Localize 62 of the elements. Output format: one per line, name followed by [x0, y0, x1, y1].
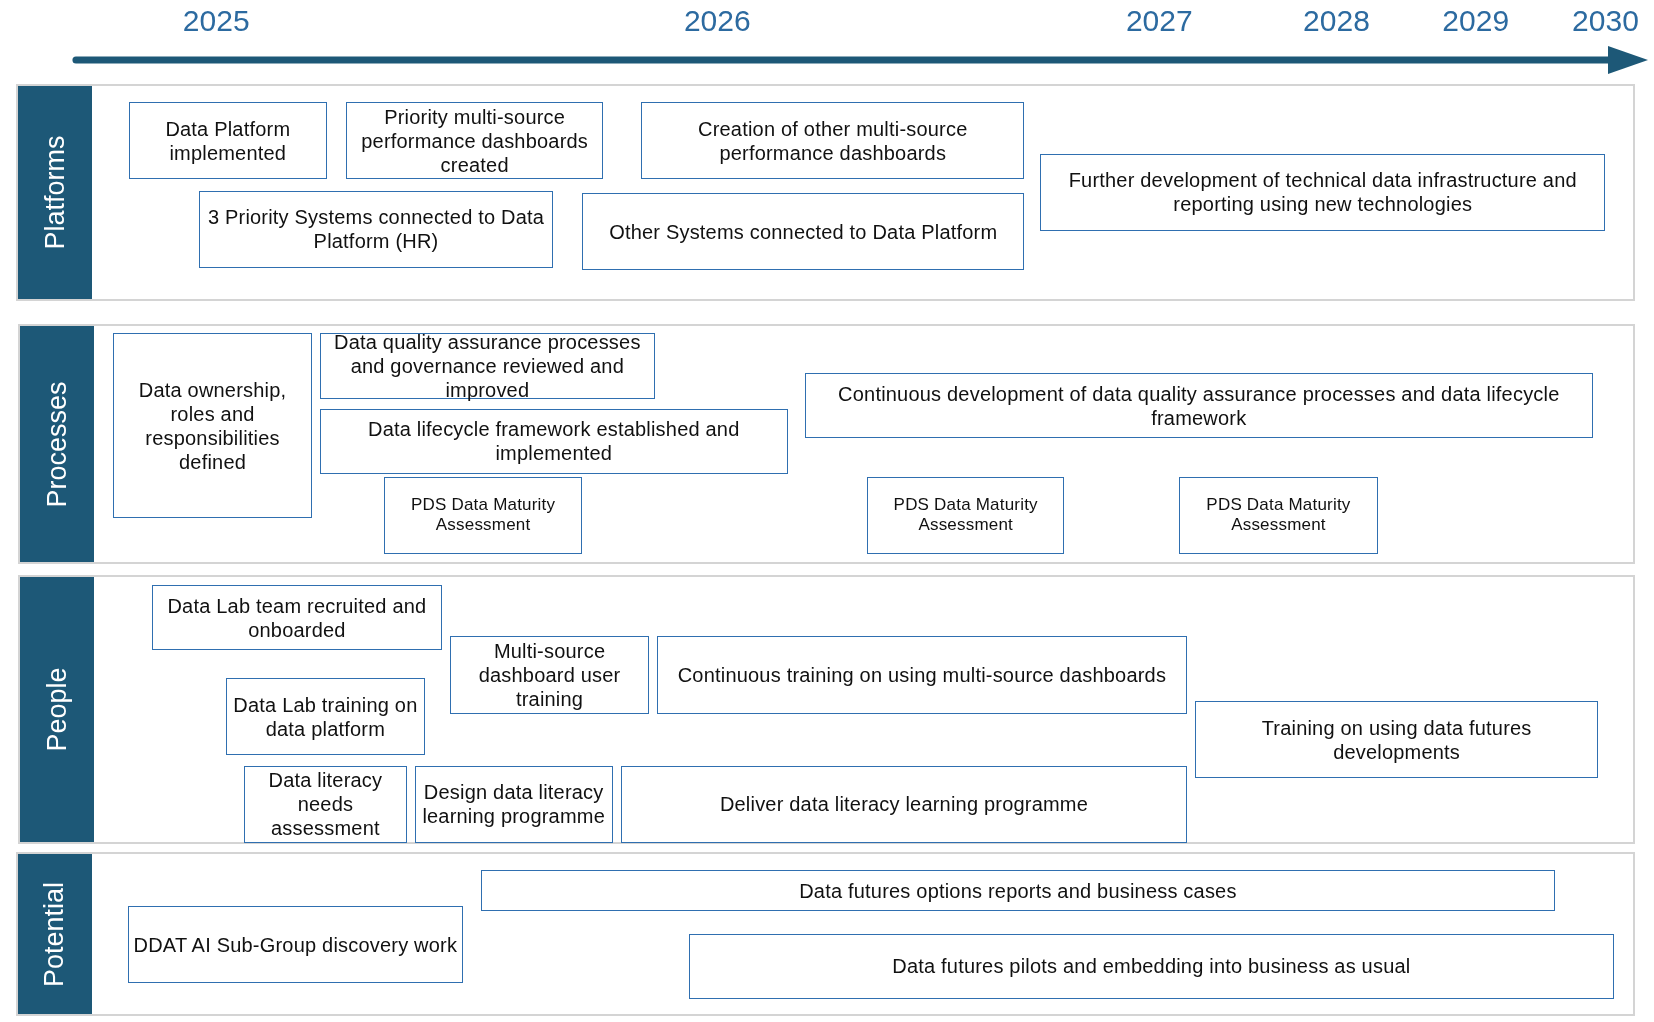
- milestone-text: Priority multi-source performance dashboards created: [360, 104, 590, 177]
- lane-title: Platforms: [39, 135, 71, 250]
- milestone-box: [450, 636, 649, 715]
- lane-title: Processes: [41, 381, 73, 508]
- milestone-text: PDS Data Maturity Assessment: [892, 494, 1039, 536]
- milestone-text: Continuous development of data quality assurance processes and data lifecycle framework: [837, 381, 1561, 430]
- milestone-box: [319, 409, 788, 474]
- year-label: 2027: [1125, 4, 1193, 38]
- milestone-text: Data ownership, roles and responsibilities defined: [137, 377, 288, 474]
- milestone-text: Other Systems connected to Data Platform: [609, 219, 998, 244]
- milestone-text: PDS Data Maturity Assessment: [410, 494, 557, 536]
- milestone-box: [804, 373, 1593, 438]
- milestone-text: Deliver data literacy learning programme: [719, 792, 1089, 817]
- milestone-box: [867, 476, 1065, 554]
- milestone-box: [414, 765, 613, 843]
- swimlane-panel: [17, 574, 1635, 844]
- milestone-box: [1195, 701, 1599, 779]
- lane-title: People: [41, 667, 73, 752]
- year-label: 2025: [182, 4, 250, 38]
- milestone-text: Design data literacy learning programme: [421, 780, 606, 829]
- milestone-text: Data Lab team recruited and onboarded: [166, 593, 428, 642]
- milestone-box: [641, 102, 1025, 180]
- swimlane-panel: [15, 852, 1635, 1016]
- milestone-box: [621, 765, 1187, 843]
- lane-title: Potential: [39, 881, 71, 987]
- year-label: 2028: [1303, 4, 1370, 38]
- milestone-box: [199, 190, 553, 268]
- milestone-box: [1040, 154, 1606, 231]
- milestone-text: PDS Data Maturity Assessment: [1205, 494, 1352, 536]
- milestone-box: [383, 476, 583, 554]
- milestone-text: 3 Priority Systems connected to Data Platform (HR): [206, 205, 546, 254]
- milestone-text: Creation of other multi-source performance dashboards: [697, 116, 969, 165]
- milestone-text: Data futures options reports and business cases: [799, 878, 1237, 903]
- milestone-text: Continuous training on using multi-source dashboards: [677, 663, 1167, 688]
- milestone-text: Data Platform implemented: [164, 116, 292, 165]
- milestone-box: [243, 765, 408, 843]
- milestone-text: Further development of technical data infrastructure and reporting using new technologies: [1067, 168, 1578, 217]
- milestone-text: Multi-source dashboard user training: [477, 639, 622, 712]
- milestone-text: Data literacy needs assessment: [267, 768, 384, 841]
- milestone-box: [151, 585, 442, 650]
- milestone-box: [582, 193, 1025, 270]
- milestone-text: DDAT AI Sub-Group discovery work: [133, 932, 458, 957]
- milestone-box: [481, 870, 1555, 912]
- swimlane-panel: [15, 84, 1635, 301]
- milestone-box: [127, 906, 464, 984]
- milestone-text: Data quality assurance processes and governance reviewed and improved: [333, 330, 642, 402]
- milestone-text: Training on using data futures developments: [1260, 715, 1533, 764]
- milestone-box: [688, 933, 1614, 999]
- year-label: 2026: [683, 4, 751, 38]
- milestone-box: [345, 102, 604, 180]
- milestone-box: [657, 636, 1187, 715]
- year-label: 2029: [1442, 4, 1510, 38]
- milestone-text: Data Lab training on data platform: [232, 692, 419, 741]
- milestone-text: Data lifecycle framework established and implemented: [367, 417, 741, 466]
- milestone-box: [128, 102, 327, 180]
- milestone-box: [319, 333, 656, 399]
- milestone-text: Data futures pilots and embedding into business as usual: [892, 954, 1411, 979]
- milestone-box: [225, 678, 426, 756]
- milestone-box: [112, 333, 313, 518]
- milestone-box: [1179, 476, 1378, 554]
- swimlane-panel: [17, 323, 1635, 565]
- year-label: 2030: [1572, 4, 1639, 38]
